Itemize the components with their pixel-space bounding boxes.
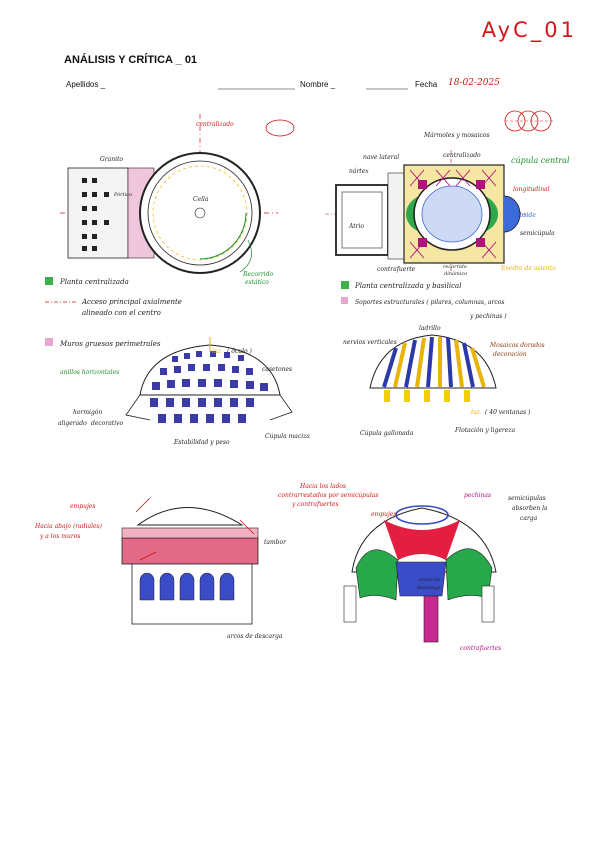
- plan2-nartex: nártex: [349, 168, 369, 175]
- dome1-hormigon-1: hormigón: [73, 409, 102, 416]
- santa-sofia-plan: nave lateral Mármoles y mosaicos central…: [325, 110, 570, 320]
- dome1-decorativo: decorativo: [91, 420, 124, 427]
- dome2-flotacion: Flotación y ligereza: [454, 427, 515, 434]
- dome2-luz: luz: [471, 409, 481, 416]
- plan1-cella: Cella: [193, 196, 209, 203]
- plan1-legend-1: Planta centralizada: [59, 278, 129, 286]
- fecha-value: 18-02-2025: [448, 78, 500, 88]
- sec2-pechinas: pechinas: [464, 492, 491, 499]
- plan2-legend-1: Planta centralizada y basilical: [354, 282, 461, 290]
- panteon-section: empujes Hacia abajo (radiales) y a los m…: [34, 497, 287, 640]
- plan2-marmoles: Mármoles y mosaicos: [423, 132, 490, 139]
- plan2-recorrido-2: dinámico: [444, 270, 467, 277]
- plan1-legend-4: Muros gruesos perimetrales: [59, 340, 161, 348]
- sec1-radiales-1: Hacia abajo (radiales): [34, 523, 103, 530]
- plan2-recorrido-1: recorrido: [443, 264, 467, 270]
- dome1-anillos: anillos horizontales: [60, 369, 119, 376]
- plan1-portico: Pórtico: [113, 191, 132, 198]
- dome1-luz: luz: [212, 348, 222, 355]
- plan2-legend-2: Soportes estructurales ( pilares, column…: [355, 299, 504, 306]
- plan2-semicupula: semicúpula: [520, 230, 555, 237]
- plan1-granito: Granito: [100, 156, 123, 163]
- plan2-centralizado: centralizado: [443, 152, 481, 159]
- sec2-contrafuertes: contrafuertes: [460, 645, 501, 652]
- sec2-semicupulas-1: semicúpulas: [508, 495, 546, 502]
- plan2-nave: nave lateral: [363, 154, 399, 161]
- worksheet-code: AyC_01: [481, 18, 577, 42]
- dome2-mosaicos-2: decoración: [493, 351, 527, 358]
- panteon-plan: centralizado Granito Pórtico Cella Rec: [45, 114, 295, 348]
- sec2-semicupulas-2: absorben la: [512, 505, 548, 512]
- plan2-atrio: Atrio: [348, 223, 364, 230]
- sec1-radiales-2: y a los muros: [39, 533, 80, 540]
- dome1-cupula-maciza: Cúpula maciza: [265, 433, 310, 440]
- sec2-arcos-1: arcos de: [419, 577, 441, 583]
- plan2-legend-3: y pechinas ): [469, 313, 507, 320]
- santa-sofia-section: Hacia los lados contrarrestados por semi…: [278, 483, 548, 652]
- plan2-contrafuerte: contrafuerte: [377, 266, 416, 273]
- plan2-longitudinal: longitudinal: [513, 186, 550, 193]
- dome1-casetones: casetones: [262, 366, 292, 373]
- dome2-ventanas: ( 40 ventanas ): [485, 409, 531, 416]
- sec2-hacia-2: contrarrestados por semicúpulas: [278, 492, 378, 499]
- dome2-nervios: nervios verticales: [343, 339, 397, 346]
- plan2-abside: ábside: [516, 212, 536, 219]
- sec2-hacia-3: y contrafuertes: [291, 501, 339, 508]
- panteon-dome: luz ( óculo ) anillos horizontales caset…: [58, 337, 310, 446]
- dome1-estabilidad: Estabilidad y peso: [173, 439, 230, 446]
- sec2-semicupulas-3: carga: [520, 515, 538, 522]
- sec2-arcos-2: descarga: [417, 585, 440, 591]
- apellidos-label: Apellidos _: [66, 80, 106, 89]
- sec2-hacia-1: Hacia los lados: [299, 483, 346, 490]
- sec1-arcos: arcos de descarga: [227, 633, 283, 640]
- fecha-label: Fecha: [415, 80, 438, 89]
- dome1-oculo: ( óculo ): [227, 348, 253, 355]
- sec1-empujes: empujes: [70, 503, 95, 510]
- plan1-centralizado: centralizado: [196, 121, 234, 128]
- plan2-cupula: cúpula central: [511, 156, 570, 165]
- plan1-legend-3: alineado con el centro: [82, 309, 161, 317]
- sec1-tambor: tambor: [264, 539, 287, 546]
- sec2-empujes: empujes: [371, 511, 396, 518]
- dome2-ladrillo: ladrillo: [419, 325, 441, 332]
- dome1-hormigon-2: aligerado: [58, 420, 87, 427]
- nombre-label: Nombre _: [300, 80, 336, 89]
- dome2-gallonada: Cúpula gallonada: [360, 430, 414, 437]
- plan1-legend-2: Acceso principal axialmente: [81, 298, 182, 306]
- plan1-recorrido-1: Recorrido: [242, 271, 274, 278]
- plan1-recorrido-2: estático: [245, 279, 269, 286]
- page-title: ANÁLISIS Y CRÍTICA _ 01: [64, 54, 198, 66]
- santa-sofia-dome: ladrillo nervios verticales Mosaicos dor…: [343, 325, 545, 437]
- dome2-mosaicos-1: Mosaicos dorados: [489, 342, 545, 349]
- plan2-exedra: Exedra de asiento: [500, 265, 556, 272]
